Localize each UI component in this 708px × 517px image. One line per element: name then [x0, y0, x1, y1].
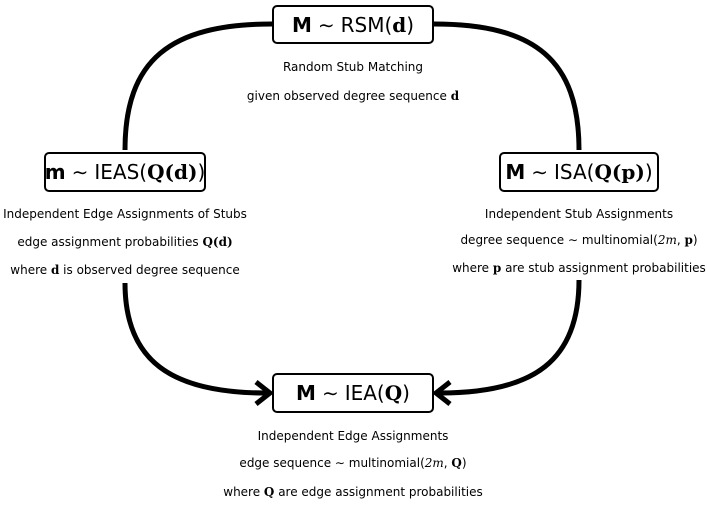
caption-isa-line2-var: p: [684, 233, 693, 247]
caption-iea-line2-post: ): [461, 456, 467, 470]
node-isa-op: ∼: [531, 160, 549, 184]
node-isa-arg: Q(p): [594, 160, 645, 184]
node-ieas-arg: Q(d): [147, 160, 198, 184]
arrowhead-right-icon: [431, 380, 452, 406]
node-iea-name: IEA(: [344, 381, 385, 405]
caption-ieas-line2-var: Q(d): [202, 235, 233, 249]
caption-isa-line2-pre: degree sequence ∼ multinomial(: [460, 233, 658, 247]
node-ieas-close: ): [197, 160, 206, 184]
caption-iea-line3-post: are edge assignment probabilities: [274, 485, 483, 499]
node-isa-name: ISA(: [554, 160, 595, 184]
connector-ieas-to-iea: [122, 282, 267, 396]
caption-ieas-line2-text: edge assignment probabilities: [17, 235, 203, 249]
caption-ieas-line3: where d is observed degree sequence: [10, 263, 239, 277]
node-rsm-arg: d: [392, 12, 407, 37]
caption-iea-line1: Independent Edge Assignments: [258, 429, 449, 443]
caption-rsm-line2: given observed degree sequence d: [247, 89, 459, 103]
caption-ieas-line2: edge assignment probabilities Q(d): [17, 235, 232, 249]
caption-isa-line3-var: p: [492, 261, 502, 275]
connector-isa-to-iea: [439, 279, 582, 396]
caption-isa-title: Independent Stub Assignments: [484, 207, 674, 221]
caption-ieas-line3-post: is observed degree sequence: [59, 263, 240, 277]
node-ieas: m ∼ IEAS(Q(d)): [44, 152, 206, 192]
node-rsm: M ∼ RSM(d): [272, 5, 434, 44]
caption-isa-line3: where p are stub assignment probabilitie…: [452, 261, 706, 275]
caption-rsm-line2-text: given observed degree sequence: [246, 89, 451, 103]
caption-ieas-line3-var: d: [50, 263, 60, 277]
caption-iea-title: Independent Edge Assignments: [257, 429, 449, 443]
caption-isa-line3-pre: where: [452, 261, 493, 275]
caption-iea-line3-pre: where: [223, 485, 264, 499]
caption-iea-line2: edge sequence ∼ multinomial(2m, Q): [239, 456, 466, 470]
arrowhead-left-icon: [254, 380, 275, 406]
caption-isa-line2-sep: ,: [676, 233, 685, 247]
node-rsm-close: ): [406, 12, 415, 37]
caption-ieas-title: Independent Edge Assignments of Stubs: [3, 207, 247, 221]
caption-iea-line2-pre: edge sequence ∼ multinomial(: [239, 456, 425, 470]
node-iea-op: ∼: [321, 381, 339, 405]
node-ieas-name: IEAS(: [94, 160, 148, 184]
node-ieas-var: m: [44, 160, 66, 184]
node-iea: M ∼ IEA(Q): [272, 373, 434, 413]
caption-ieas-line1: Independent Edge Assignments of Stubs: [3, 207, 247, 221]
connector-rsm-to-isa: [433, 21, 582, 151]
node-rsm-var: M: [291, 12, 312, 37]
caption-iea-line3-var: Q: [263, 485, 275, 499]
caption-rsm-line2-var: d: [450, 89, 460, 103]
caption-rsm-title: Random Stub Matching: [282, 60, 424, 74]
node-rsm-name: RSM(: [340, 12, 393, 37]
node-iea-arg: Q: [384, 381, 403, 405]
caption-iea-line2-sep: ,: [443, 456, 452, 470]
caption-iea-line2-var: Q: [451, 456, 462, 470]
caption-rsm-line1: Random Stub Matching: [283, 60, 423, 74]
caption-isa-line2: degree sequence ∼ multinomial(2m, p): [460, 233, 697, 247]
node-isa-close: ): [644, 160, 653, 184]
caption-ieas-line3-pre: where: [10, 263, 51, 277]
node-isa-var: M: [505, 160, 526, 184]
connector-rsm-to-ieas: [122, 21, 273, 151]
caption-isa-line2-it: 2m: [657, 233, 677, 247]
node-rsm-op: ∼: [317, 12, 335, 37]
caption-iea-line2-it: 2m: [424, 456, 444, 470]
node-iea-var: M: [296, 381, 316, 405]
node-ieas-op: ∼: [71, 160, 89, 184]
caption-isa-line2-post: ): [692, 233, 698, 247]
caption-iea-line3: where Q are edge assignment probabilitie…: [223, 485, 482, 499]
caption-isa-line3-post: are stub assignment probabilities: [501, 261, 706, 275]
caption-isa-line1: Independent Stub Assignments: [485, 207, 673, 221]
node-iea-close: ): [402, 381, 410, 405]
node-isa: M ∼ ISA(Q(p)): [499, 152, 659, 192]
